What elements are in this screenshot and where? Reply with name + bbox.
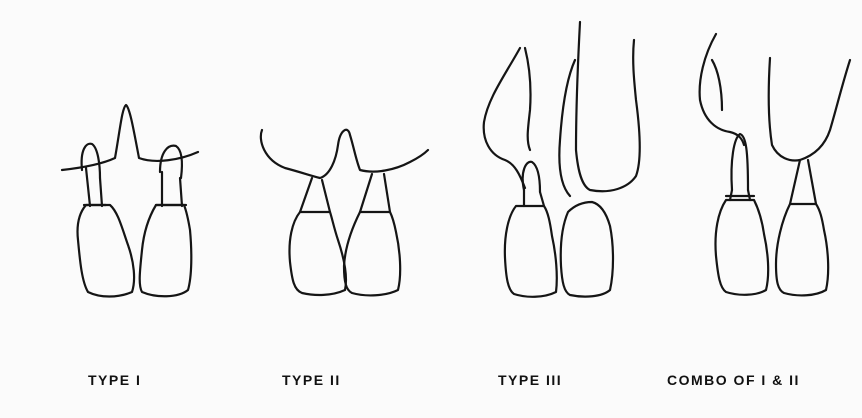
type-2-right-crown xyxy=(344,212,400,295)
type-2-label: TYPE II xyxy=(282,372,341,388)
type-1-right-implant-cap xyxy=(160,146,182,178)
combo-drawing xyxy=(700,34,850,295)
type-3-center-tooth-root xyxy=(559,22,639,196)
combo-right-tooth-root xyxy=(769,58,850,160)
type-1-right-crown xyxy=(140,205,192,296)
type-2-bone-crest xyxy=(261,130,428,178)
type-3-label: TYPE III xyxy=(498,372,562,388)
combo-left-implant xyxy=(726,190,754,200)
combo-left-tooth-root xyxy=(700,34,744,145)
type-1-drawing xyxy=(62,105,198,297)
type-2-right-root xyxy=(360,174,390,212)
combo-right-root xyxy=(790,160,816,204)
type-3-left-tooth-root xyxy=(484,48,531,188)
type-3-drawing xyxy=(484,22,640,297)
type-3-left-crown xyxy=(505,206,557,297)
type-1-label: TYPE I xyxy=(88,372,141,388)
combo-left-crown xyxy=(715,200,768,295)
type-3-implant xyxy=(524,190,544,206)
type-2-left-crown xyxy=(289,212,346,295)
type-2-drawing xyxy=(261,130,428,296)
type-1-left-crown xyxy=(77,205,134,297)
type-1-left-implant-cap xyxy=(82,144,100,178)
type-1-left-implant xyxy=(84,168,106,206)
combo-label: COMBO OF I & II xyxy=(667,372,800,388)
type-3-right-crown xyxy=(561,202,613,297)
combo-implant-cap xyxy=(731,134,748,190)
type-2-left-root xyxy=(300,178,330,212)
combo-right-crown xyxy=(776,204,828,295)
